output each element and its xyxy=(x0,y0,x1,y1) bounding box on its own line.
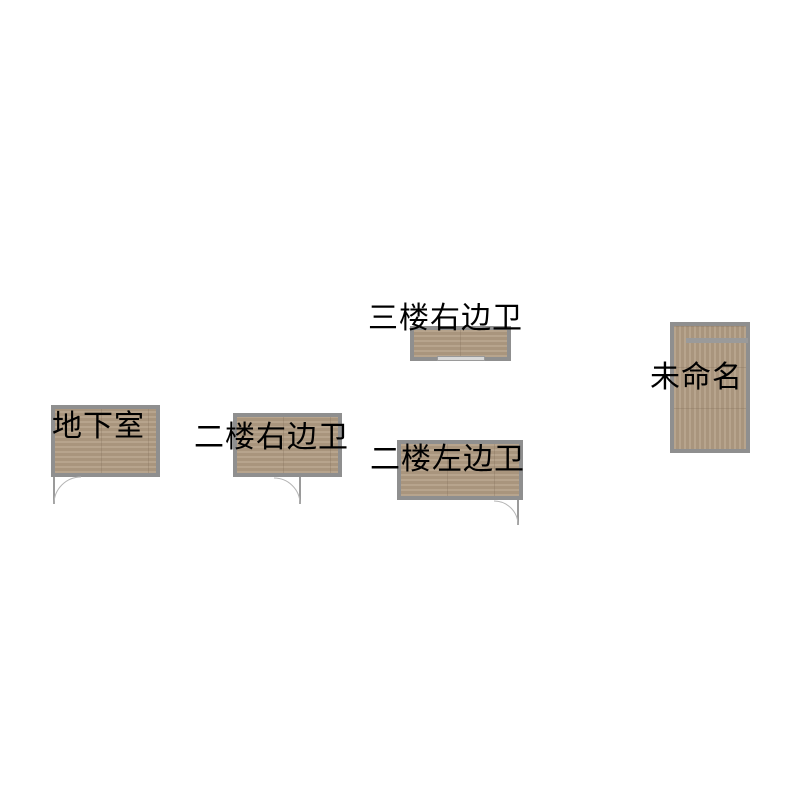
door-second-left-bath xyxy=(493,500,519,526)
room-label-third-right-bath: 三楼右边卫 xyxy=(368,301,523,336)
room-second-right-bath[interactable] xyxy=(233,413,342,477)
window-third-right-bath xyxy=(437,356,485,361)
room-label-unnamed: 未命名 xyxy=(650,360,743,395)
room-label-second-left-bath: 二楼左边卫 xyxy=(370,442,525,477)
door-second-right-bath xyxy=(273,477,301,505)
door-basement xyxy=(53,476,82,505)
inner-wall-unnamed xyxy=(686,338,748,343)
room-second-left-bath[interactable] xyxy=(397,440,523,500)
room-basement[interactable] xyxy=(51,405,160,477)
room-label-basement: 地下室 xyxy=(52,409,145,444)
room-unnamed[interactable] xyxy=(670,322,750,453)
room-label-second-right-bath: 二楼右边卫 xyxy=(194,420,349,455)
